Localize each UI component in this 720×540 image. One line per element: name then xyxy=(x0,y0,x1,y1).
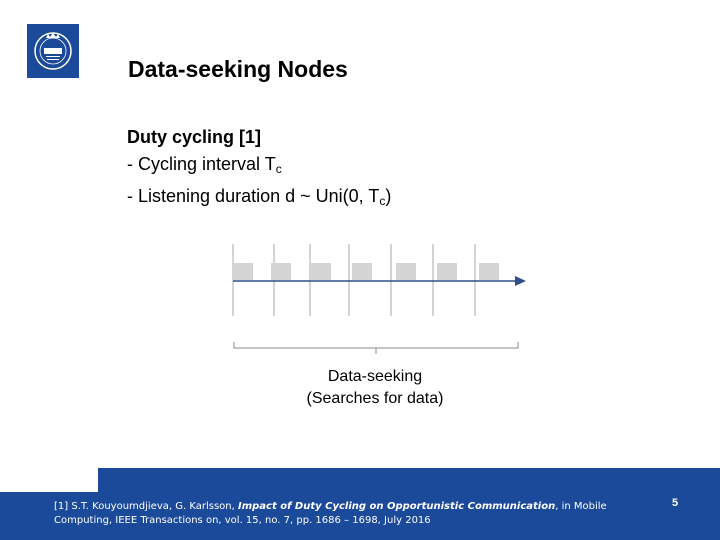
bullet-cycling-interval-subscript: c xyxy=(275,162,282,176)
reference-line1: [1] S.T. Kouyoumdjieva, G. Karlsson, Imp… xyxy=(54,500,624,514)
listening-slot xyxy=(233,263,253,280)
reference-line2: Computing, IEEE Transactions on, vol. 15… xyxy=(54,515,431,526)
listening-slot xyxy=(396,263,416,280)
reference-authors: [1] S.T. Kouyoumdjieva, G. Karlsson, xyxy=(54,501,238,512)
footer-band xyxy=(0,468,720,540)
slide-title: Data-seeking Nodes xyxy=(128,56,348,82)
bullet-listening-duration: - Listening duration d ~ Uni(0, Tc) xyxy=(127,183,391,215)
diagram-caption-line2: (Searches for data) xyxy=(306,390,444,407)
listening-slot xyxy=(311,263,331,280)
listening-slot xyxy=(479,263,499,280)
bullet-listening-duration-subscript: c xyxy=(379,194,386,208)
footer-reference: [1] S.T. Kouyoumdjieva, G. Karlsson, Imp… xyxy=(54,500,624,528)
page-number: 5 xyxy=(672,497,679,509)
kth-crest-icon xyxy=(27,24,79,78)
time-axis-arrowhead-icon xyxy=(515,276,526,286)
reference-paper-title: Impact of Duty Cycling on Opportunistic … xyxy=(237,501,556,512)
diagram-caption-line1: Data-seeking xyxy=(327,368,423,385)
bullet-list: Duty cycling [1] - Cycling interval Tc -… xyxy=(127,124,391,215)
duty-cycle-diagram xyxy=(232,244,526,354)
footer-background xyxy=(0,468,720,540)
bullet-cycling-interval: - Cycling interval Tc xyxy=(127,151,391,183)
diagram-caption: Data-seeking (Searches for data) xyxy=(270,366,480,410)
bullet-listening-prefix: - xyxy=(127,186,138,206)
kth-logo xyxy=(27,24,79,78)
bullet-listening-duration-text: Listening duration d ~ Uni(0, T xyxy=(138,186,380,206)
listening-slot xyxy=(271,263,291,280)
listening-slot xyxy=(352,263,372,280)
reference-venue-start: , in Mobile xyxy=(555,501,607,512)
span-bracket xyxy=(233,342,519,349)
listening-slot xyxy=(437,263,457,280)
bullet-cycling-interval-text: - Cycling interval T xyxy=(127,154,276,174)
bullet-heading: Duty cycling [1] xyxy=(127,127,262,147)
bullet-listening-duration-suffix: ) xyxy=(385,186,392,206)
